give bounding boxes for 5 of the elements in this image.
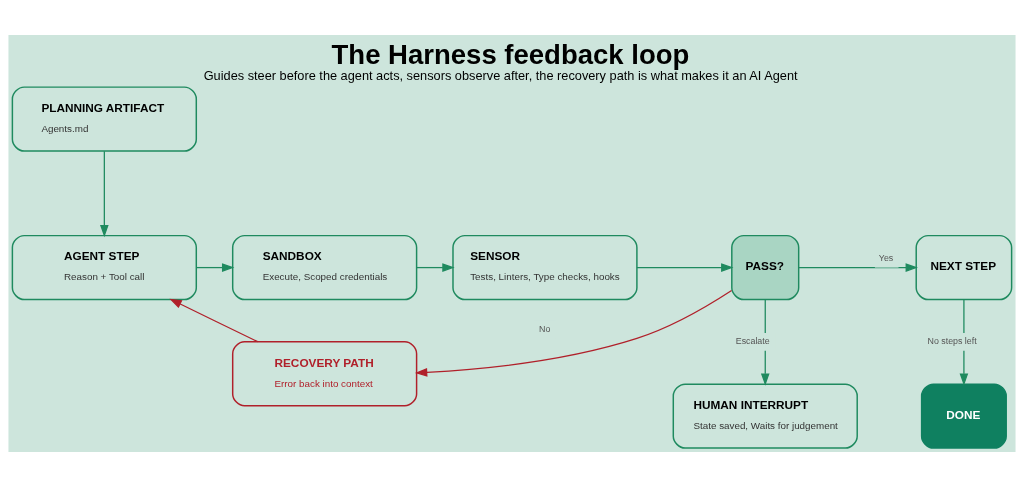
edge-label: Escalate: [735, 335, 770, 346]
diagram-title: The Harness feedback loop: [331, 38, 690, 70]
edge-label: No steps left: [927, 335, 977, 346]
edge-label: Yes: [878, 252, 894, 263]
edge-label: No: [539, 323, 551, 334]
